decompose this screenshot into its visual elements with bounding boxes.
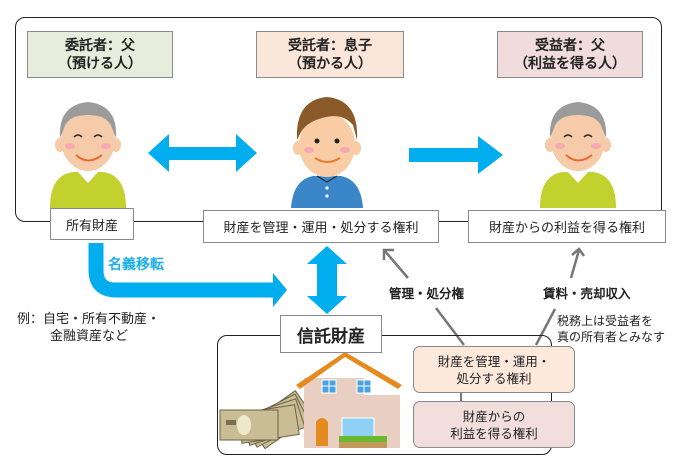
settlor-role-title: 委託者：父 — [65, 37, 135, 54]
beneficiary-role-title: 受益者：父 — [535, 37, 605, 54]
example-note: 例：自宅・所有不動産・ 金融資産など — [17, 311, 160, 345]
owned-property-label: 所有財産 — [50, 208, 134, 240]
double-arrow-vertical-icon — [307, 246, 347, 314]
benefit-right-label: 財産からの利益を得る権利 — [468, 210, 666, 243]
tax-note-line1: 税務上は受益者を — [557, 314, 654, 328]
trustee-role-box: 受託者：息子 （預かる人） — [256, 31, 404, 78]
double-arrow-horizontal-icon — [148, 134, 257, 172]
banknotes-icon — [219, 390, 314, 450]
beneficiary-avatar — [540, 102, 616, 208]
trust-benefit-right-line1: 財産からの — [462, 408, 526, 424]
example-note-line1: 例：自宅・所有不動産・ — [17, 312, 161, 327]
trust-management-right-box: 財産を管理・運用・ 処分する権利 — [413, 346, 575, 393]
trustee-role-subtitle: （預かる人） — [288, 55, 372, 72]
tax-note: 税務上は受益者を 真の所有者とみなす — [557, 313, 665, 345]
trustee-avatar — [291, 97, 363, 208]
tax-note-line2: 真の所有者とみなす — [557, 330, 666, 344]
trust-property-frame — [217, 335, 552, 455]
trust-management-right-line2: 処分する権利 — [456, 370, 532, 386]
trustee-role-title: 受託者：息子 — [288, 37, 372, 54]
trust-benefit-right-line2: 利益を得る権利 — [450, 425, 538, 441]
trust-benefit-right-box: 財産からの 利益を得る権利 — [413, 401, 575, 448]
settlor-role-subtitle: （預ける人） — [58, 55, 142, 72]
beneficiary-role-subtitle: （利益を得る人） — [514, 55, 626, 72]
house-icon — [296, 352, 402, 448]
trust-management-right-line1: 財産を管理・運用・ — [437, 353, 551, 369]
rent-sale-income-edge-label: 賃料・売却収入 — [543, 286, 631, 301]
right-arrow-icon — [409, 136, 503, 174]
transfer-arrow-icon — [88, 243, 274, 298]
management-right-label: 財産を管理・運用・処分する権利 — [203, 210, 439, 243]
beneficiary-role-box: 受益者：父 （利益を得る人） — [497, 31, 643, 78]
management-disposal-edge-label: 管理・処分権 — [389, 286, 465, 301]
settlor-role-box: 委託者：父 （預ける人） — [27, 31, 173, 78]
name-transfer-label: 名義移転 — [108, 257, 164, 273]
example-note-line2: 金融資産など — [50, 329, 129, 344]
settlor-avatar — [50, 102, 126, 208]
trust-property-title: 信託財産 — [280, 315, 382, 353]
